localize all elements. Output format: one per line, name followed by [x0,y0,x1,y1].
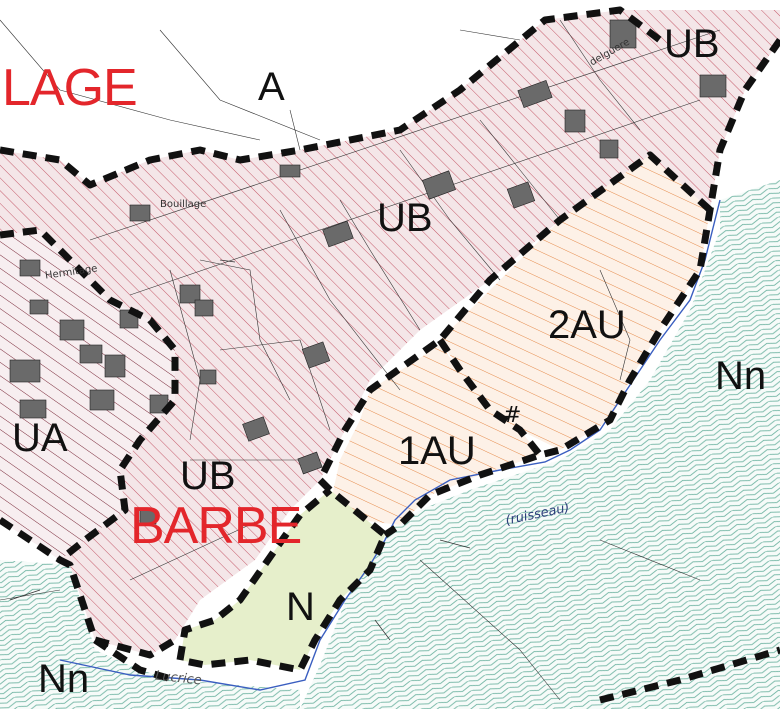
zone-nn-right-area[interactable] [300,180,780,709]
parcel-lines [0,19,721,701]
annotation-arrows [9,259,471,641]
zone-label-n: N [286,585,315,629]
zone-label-nn-bottom-left: Nn [38,657,90,701]
place-label-village: LAGE [2,59,138,117]
zone-2au-area[interactable] [440,155,710,450]
zone-label-1au: 1AU [398,429,476,473]
stream-line [59,199,721,691]
lieu-dit-bouillage: Bouillage [160,199,207,210]
zone-ub-area[interactable] [0,10,780,655]
place-label-barbe: BARBE [130,497,302,555]
zone-1au-area[interactable] [330,345,540,525]
zone-label-ua: UA [12,416,68,460]
zone-n-area[interactable] [180,490,385,670]
hash-symbol: # [503,403,522,428]
zone-nn-bottom-left-area[interactable] [0,560,300,709]
zone-boundaries [0,6,780,704]
zone-label-a: A [258,65,285,109]
zone-label-2au: 2AU [548,303,626,347]
zone-label-nn-right: Nn [715,354,767,398]
zone-label-ub-center: UB [377,196,433,240]
zone-label-ub-top-right: UB [664,22,720,66]
buildings [9,19,727,525]
zone-label-ub-lower: UB [180,454,236,498]
